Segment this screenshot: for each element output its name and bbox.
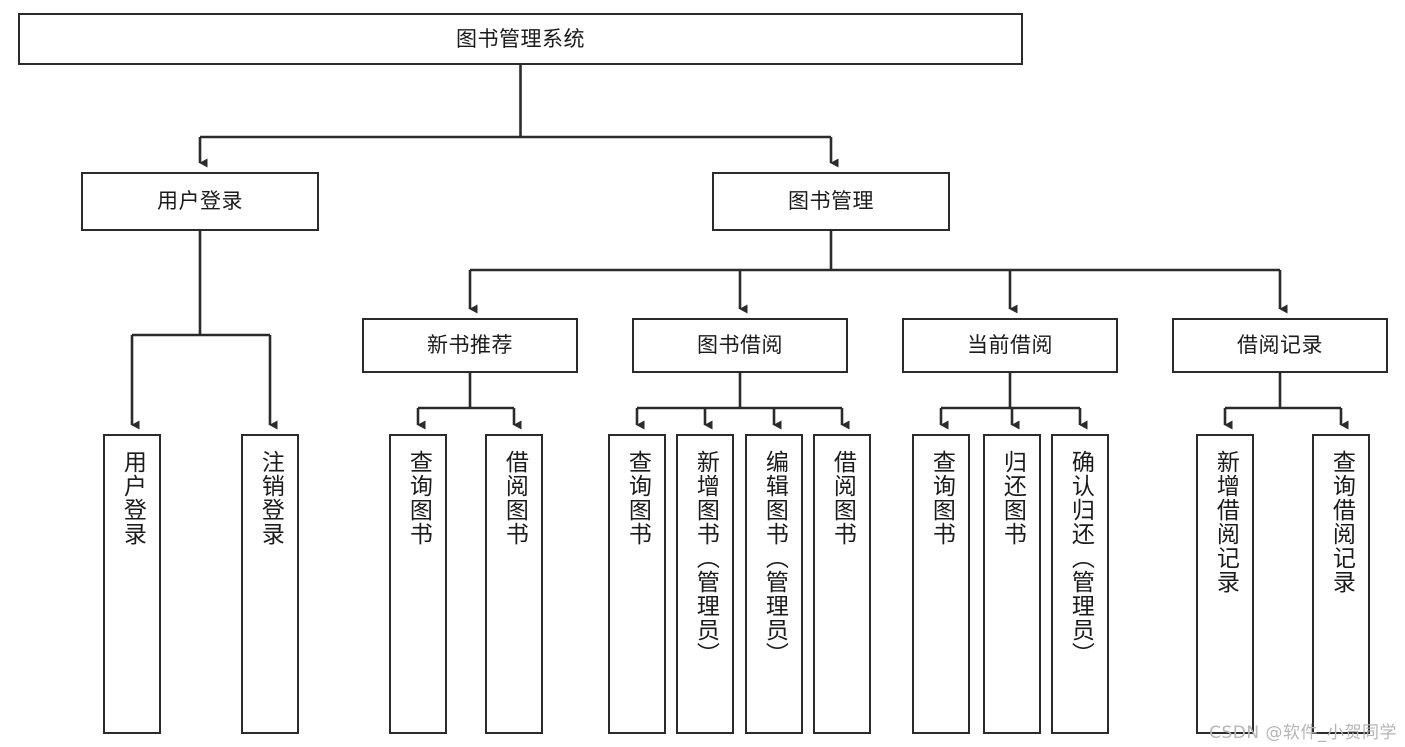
node-book-management[interactable]: 图书管理 [712, 172, 950, 231]
node-label: 新增借阅记录 [1212, 450, 1239, 594]
node-label: 注销登录 [257, 450, 284, 546]
node-label: 查询图书 [624, 450, 651, 546]
node-label: 用户登录 [119, 450, 146, 546]
node-label: 查询图书 [405, 450, 432, 546]
leaf-query-books-borrow[interactable]: 查询图书 [608, 434, 666, 734]
node-label: 图书管理 [788, 189, 874, 214]
node-label: 当前借阅 [967, 333, 1053, 358]
leaf-edit-book-admin[interactable]: 编辑图书（管理员） [745, 434, 803, 734]
leaf-return-books[interactable]: 归还图书 [983, 434, 1041, 734]
node-label: 查询图书 [928, 450, 955, 546]
node-new-book-recommendation[interactable]: 新书推荐 [362, 318, 578, 373]
leaf-user-login[interactable]: 用户登录 [103, 434, 161, 734]
node-label: 借阅图书 [829, 450, 856, 546]
node-label: 编辑图书（管理员） [761, 450, 788, 666]
node-label: 用户登录 [157, 189, 243, 214]
leaf-add-book-admin[interactable]: 新增图书（管理员） [676, 434, 734, 734]
node-label: 新增图书（管理员） [692, 450, 719, 666]
leaf-query-borrow-record[interactable]: 查询借阅记录 [1312, 434, 1370, 734]
node-borrowing-records[interactable]: 借阅记录 [1172, 318, 1388, 373]
leaf-borrow-books[interactable]: 借阅图书 [813, 434, 871, 734]
leaf-query-books-current[interactable]: 查询图书 [912, 434, 970, 734]
node-label: 借阅记录 [1237, 333, 1323, 358]
node-label: 借阅图书 [501, 450, 528, 546]
node-label: 新书推荐 [427, 333, 513, 358]
leaf-add-borrow-record[interactable]: 新增借阅记录 [1196, 434, 1254, 734]
leaf-query-books-new[interactable]: 查询图书 [389, 434, 447, 734]
node-current-borrowing[interactable]: 当前借阅 [902, 318, 1118, 373]
node-label: 图书借阅 [697, 333, 783, 358]
node-user-login[interactable]: 用户登录 [81, 172, 319, 231]
watermark-text: CSDN @软件_小贺同学 [1209, 723, 1397, 743]
node-book-borrowing[interactable]: 图书借阅 [632, 318, 848, 373]
node-label: 归还图书 [999, 450, 1026, 546]
node-label: 确认归还（管理员） [1067, 450, 1094, 666]
leaf-logout[interactable]: 注销登录 [241, 434, 299, 734]
leaf-confirm-return-admin[interactable]: 确认归还（管理员） [1051, 434, 1109, 734]
node-label: 图书管理系统 [456, 26, 585, 51]
node-root-book-management-system[interactable]: 图书管理系统 [18, 13, 1023, 65]
node-label: 查询借阅记录 [1328, 450, 1355, 594]
leaf-borrow-books-new[interactable]: 借阅图书 [485, 434, 543, 734]
